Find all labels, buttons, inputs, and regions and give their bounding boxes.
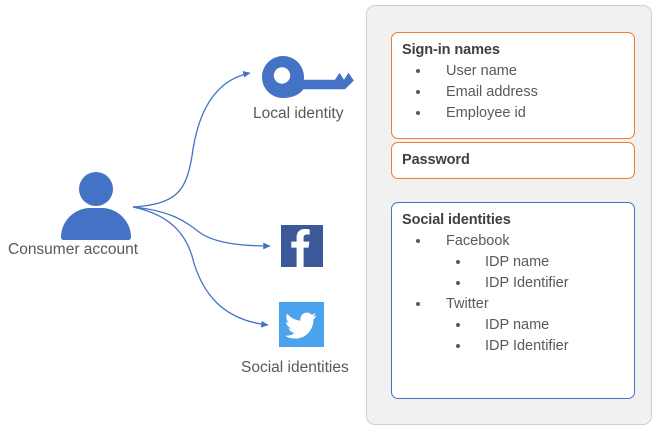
card-title-social-identities: Social identities xyxy=(402,212,511,228)
card-title-sign-in-names: Sign-in names xyxy=(402,42,500,58)
key-icon xyxy=(262,56,354,98)
arrow-to-facebook xyxy=(132,206,271,250)
list-item-label: Twitter xyxy=(446,296,489,312)
list-item-label: IDP name xyxy=(485,254,550,270)
list-item-label: User name xyxy=(446,63,517,79)
list-item-label: IDP Identifier xyxy=(485,338,569,354)
list-item-label: IDP name xyxy=(485,317,550,333)
bullet-icon xyxy=(456,281,460,285)
consumer-account-label: Consumer account xyxy=(8,241,139,258)
list-item-label: Employee id xyxy=(446,105,526,121)
list-item: User name xyxy=(402,61,624,82)
bullet-icon xyxy=(416,302,420,306)
person-head-shape xyxy=(79,172,113,206)
card-sign-in-names: Sign-in names User name Email address Em… xyxy=(391,32,635,139)
bullet-icon xyxy=(416,239,420,243)
list-item: IDP name xyxy=(402,315,624,336)
bullet-icon xyxy=(456,260,460,264)
social-identities-label: Social identities xyxy=(241,359,349,376)
local-identity-label: Local identity xyxy=(253,105,344,122)
list-item-label: Email address xyxy=(446,84,538,100)
bullet-icon xyxy=(456,344,460,348)
bullet-icon xyxy=(416,111,420,115)
card-title-password: Password xyxy=(402,152,470,168)
list-item: Twitter xyxy=(402,294,624,315)
list-item: Facebook xyxy=(402,231,624,252)
list-item: Employee id xyxy=(402,103,624,124)
arrow-to-local-identity xyxy=(132,71,251,208)
list-item-label: IDP Identifier xyxy=(485,275,569,291)
list-item: Email address xyxy=(402,82,624,103)
card-social-identities: Social identities Facebook IDP name IDP … xyxy=(391,202,635,399)
facebook-icon xyxy=(281,225,323,267)
identity-attributes-panel: Sign-in names User name Email address Em… xyxy=(366,5,652,425)
list-item: IDP name xyxy=(402,252,624,273)
card-password: Password xyxy=(391,142,635,179)
arrow-to-twitter xyxy=(132,206,269,328)
bullet-icon xyxy=(416,90,420,94)
person-icon xyxy=(60,172,132,240)
sign-in-names-list: User name Email address Employee id xyxy=(402,61,624,124)
list-item: IDP Identifier xyxy=(402,273,624,294)
bullet-icon xyxy=(456,323,460,327)
list-item: IDP Identifier xyxy=(402,336,624,357)
bullet-icon xyxy=(416,69,420,73)
twitter-icon xyxy=(279,302,324,347)
social-identities-list: Facebook IDP name IDP Identifier Twitter xyxy=(402,231,624,357)
list-item-label: Facebook xyxy=(446,233,510,249)
person-body-shape xyxy=(61,208,131,240)
